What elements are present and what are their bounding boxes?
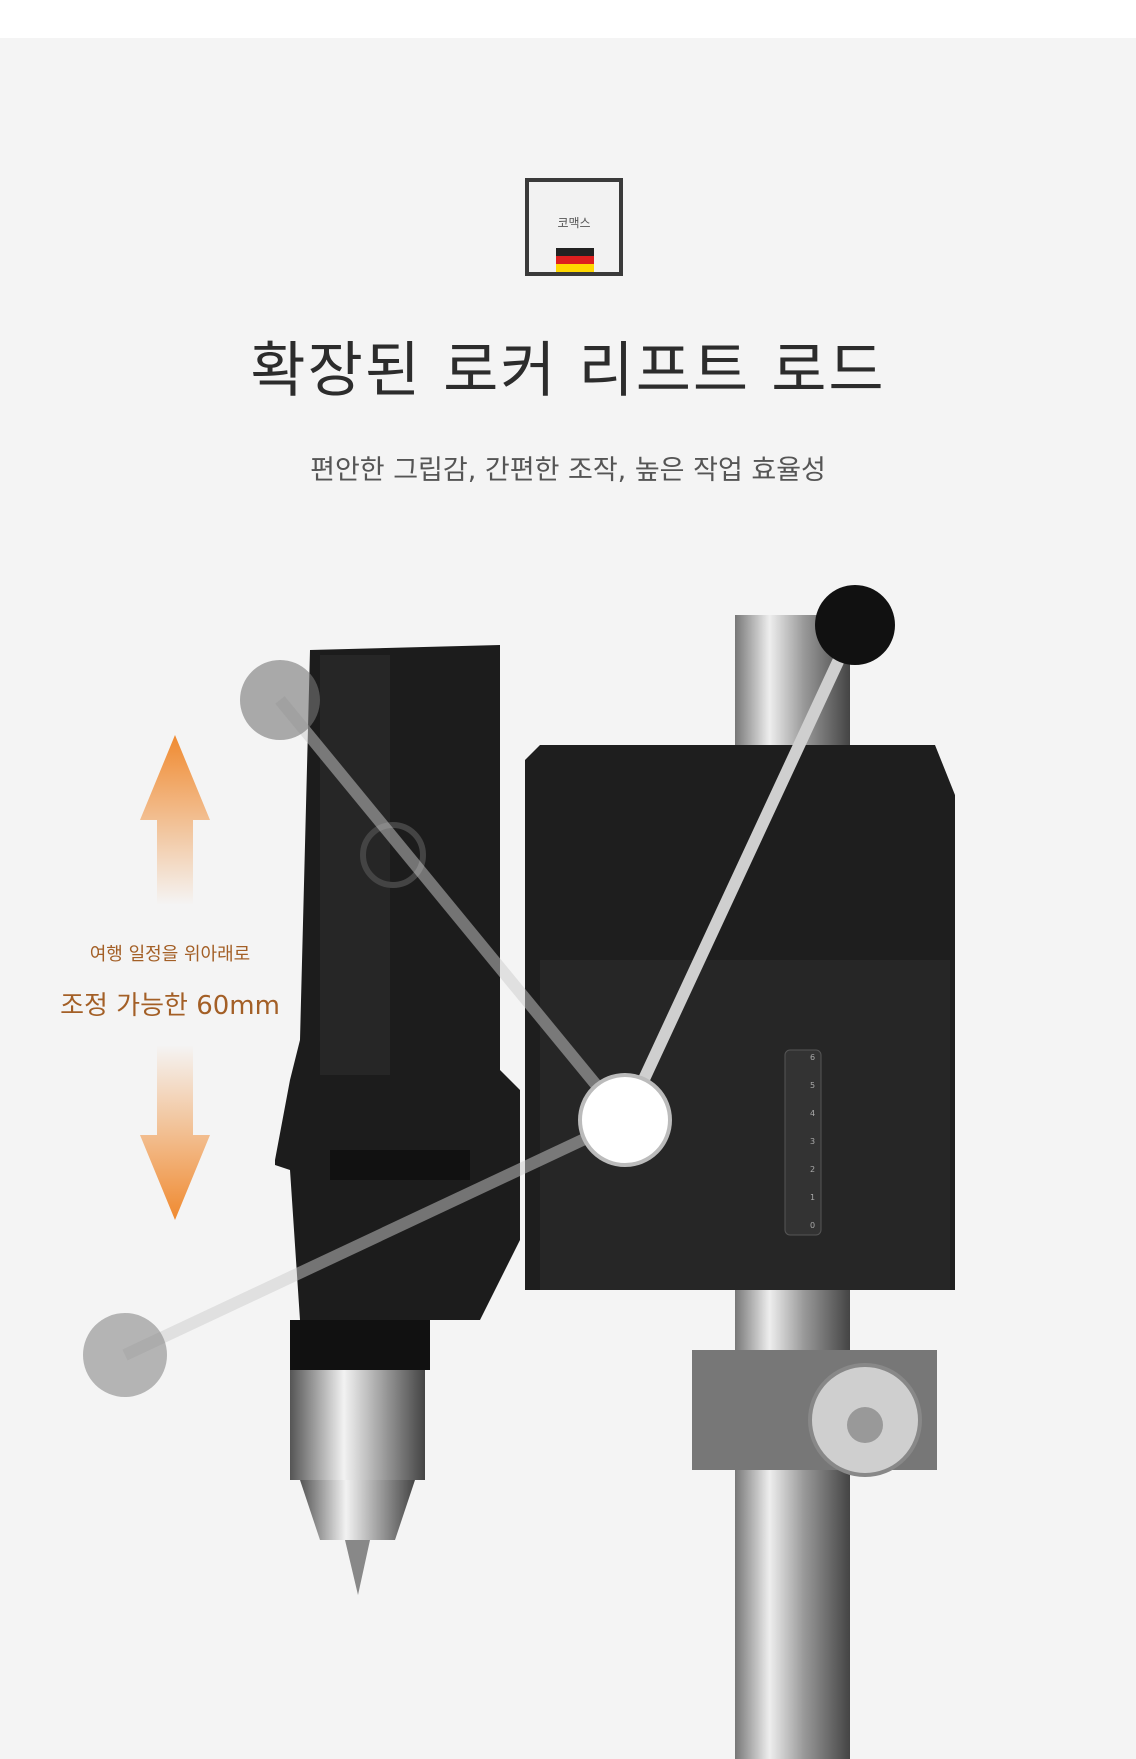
brand-logo: 코맥스 [525, 178, 623, 276]
depth-scale: 6 5 4 3 2 1 0 [810, 1053, 815, 1230]
up-arrow-icon [140, 735, 210, 905]
svg-text:3: 3 [810, 1137, 815, 1146]
svg-text:2: 2 [810, 1165, 815, 1174]
svg-text:4: 4 [810, 1109, 815, 1118]
german-flag-icon [556, 248, 594, 272]
svg-text:0: 0 [810, 1221, 815, 1230]
travel-note-line1: 여행 일정을 위아래로 [89, 944, 251, 965]
logo-text: 코맥스 [557, 216, 591, 230]
svg-text:5: 5 [810, 1081, 815, 1090]
down-arrow-icon [140, 1045, 210, 1220]
svg-text:6: 6 [810, 1053, 815, 1062]
top-band [0, 0, 1136, 38]
travel-note-line2: 조정 가능한 60mm [60, 991, 280, 1021]
page-subtitle: 편안한 그립감, 간편한 조작, 높은 작업 효율성 [310, 455, 826, 486]
page-title: 확장된 로커 리프트 로드 [250, 336, 886, 406]
svg-text:1: 1 [810, 1193, 815, 1202]
